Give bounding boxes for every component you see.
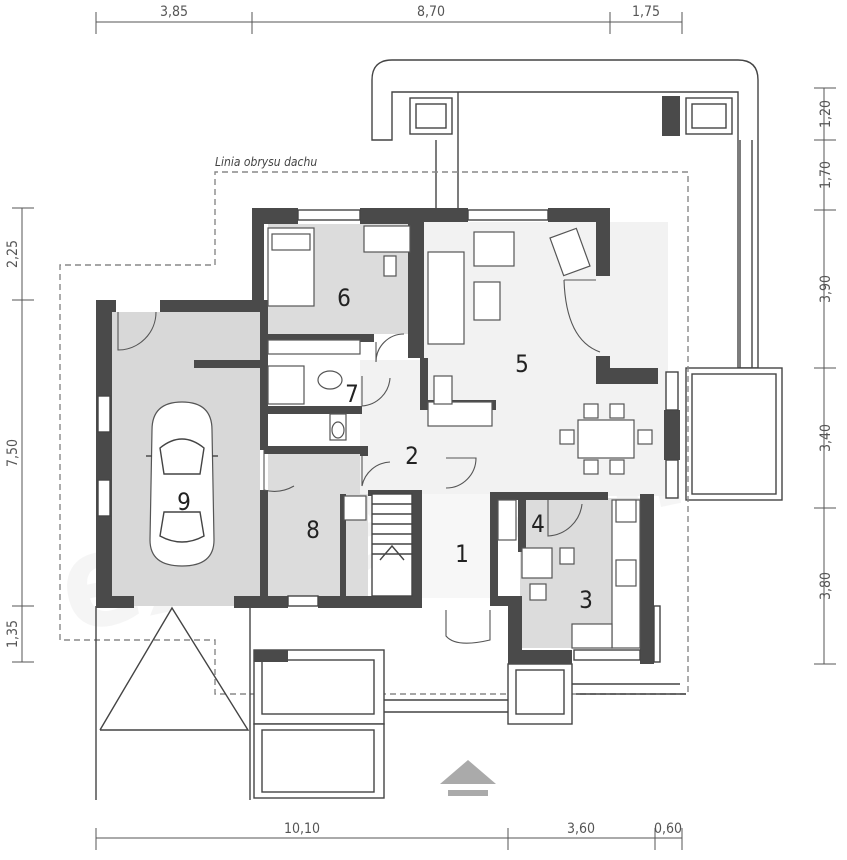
dimension-lines (12, 12, 836, 850)
stairs (371, 493, 413, 597)
doors (117, 279, 601, 644)
room-label-1: 1 (455, 540, 469, 568)
roof-outline (59, 171, 689, 695)
roof-outline-label: Linia obrysu dachu (215, 155, 317, 169)
room-label-8: 8 (306, 516, 320, 544)
dim-right-4: 3,40 (818, 424, 834, 452)
room-label-5: 5 (515, 350, 529, 378)
dim-right-3: 3,90 (818, 275, 834, 303)
dim-left-1: 2,25 (5, 240, 21, 268)
dim-right-1: 1,20 (818, 100, 834, 128)
room-label-2: 2 (405, 442, 419, 470)
room-label-4: 4 (531, 510, 545, 538)
dim-bottom-1: 10,10 (284, 821, 320, 837)
floors (108, 222, 668, 648)
dimension-labels: 3,85 8,70 1,75 10,10 3,60 0,60 2,25 7,50… (5, 4, 834, 837)
room-label-7: 7 (345, 380, 359, 408)
walls (96, 208, 680, 664)
windows (97, 209, 679, 663)
room-labels: 1 2 3 4 5 6 7 8 9 (177, 284, 593, 614)
dim-right-5: 3,80 (818, 572, 834, 600)
entrance-arrow-icon (440, 760, 496, 796)
room-label-6: 6 (337, 284, 351, 312)
dim-top-3: 1,75 (632, 4, 660, 20)
dim-bottom-3: 0,60 (654, 821, 682, 837)
carport (95, 606, 686, 800)
room-label-3: 3 (579, 586, 593, 614)
dim-top-1: 3,85 (160, 4, 188, 20)
furniture (267, 225, 653, 649)
room-label-9: 9 (177, 488, 191, 516)
dim-left-2: 7,50 (5, 439, 21, 467)
pergola (371, 59, 783, 501)
car-icon (146, 401, 218, 567)
dim-bottom-2: 3,60 (567, 821, 595, 837)
dim-right-2: 1,70 (818, 161, 834, 189)
dim-left-3: 1,35 (5, 620, 21, 648)
dim-top-2: 8,70 (417, 4, 445, 20)
